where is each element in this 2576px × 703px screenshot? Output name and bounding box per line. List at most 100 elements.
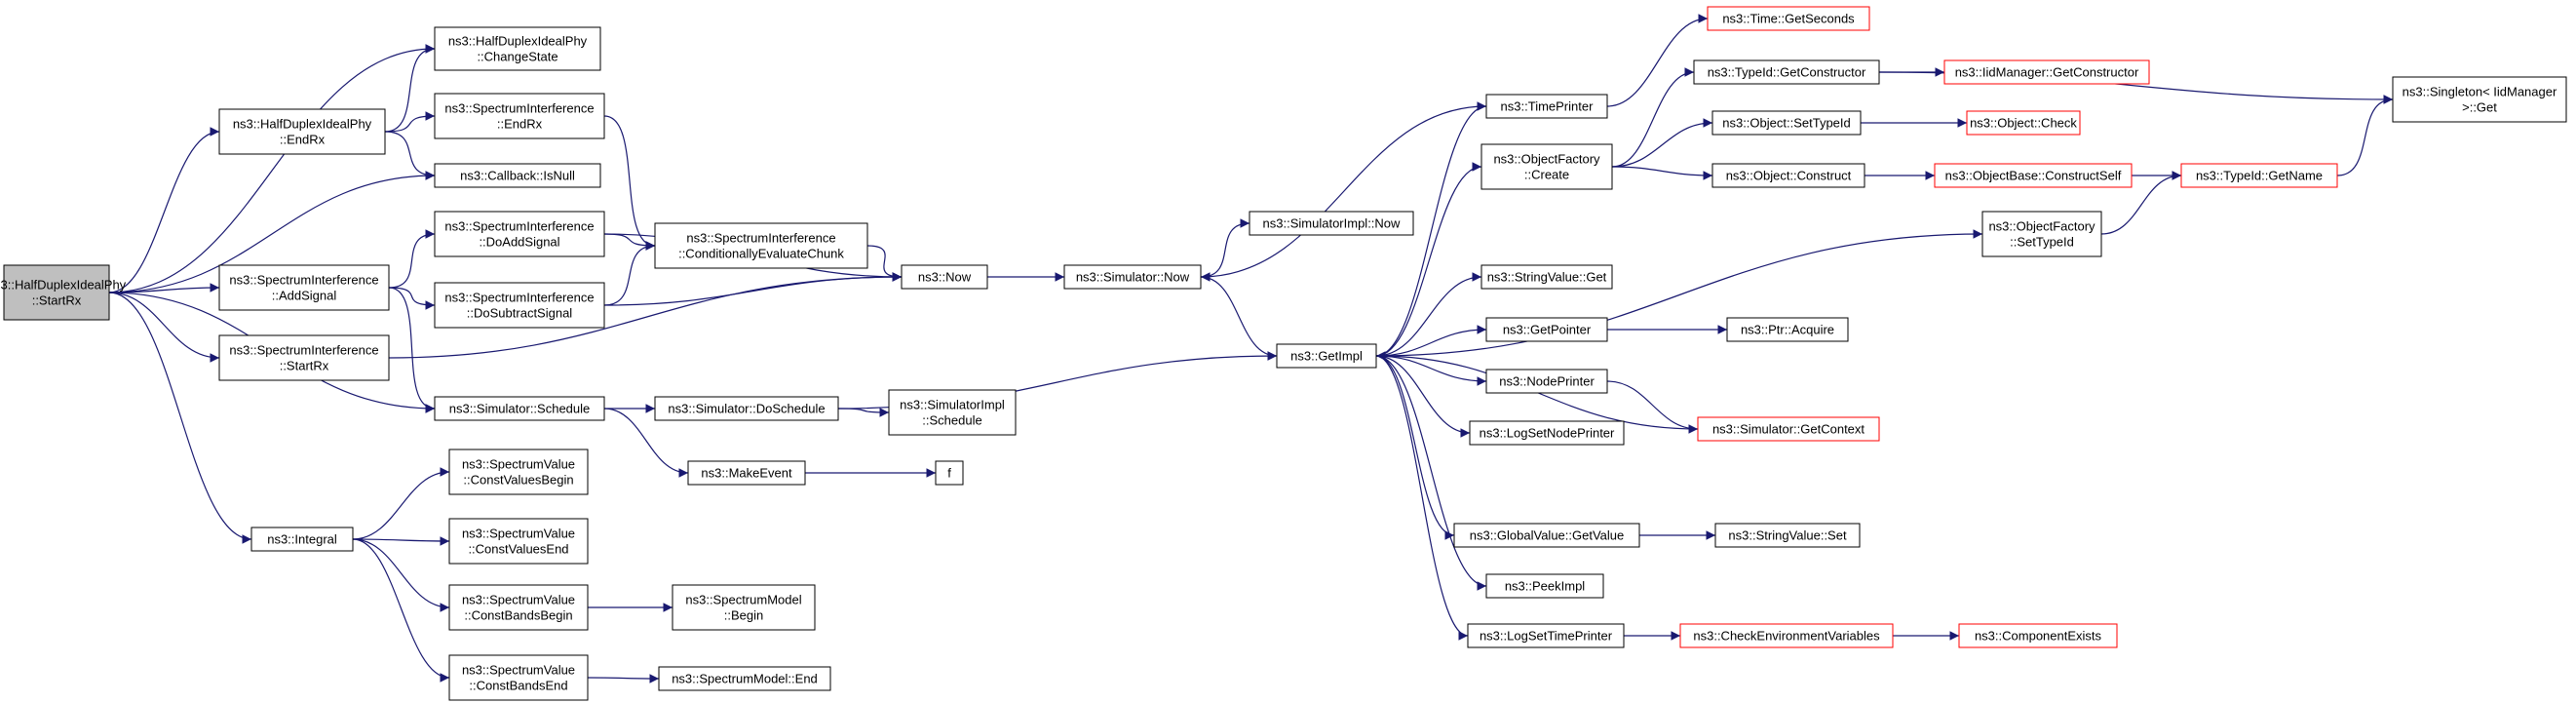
node-label: ::StartRx [32, 293, 82, 308]
node-obj-check[interactable]: ns3::Object::Check [1966, 110, 2081, 136]
edge-si-startrx-to-now [388, 272, 903, 359]
node-label: ::ConstValuesEnd [468, 542, 568, 557]
edge-getimpl-to-getpointer [1375, 325, 1487, 357]
node-checkenv[interactable]: ns3::CheckEnvironmentVariables [1679, 623, 1894, 648]
node-label: ns3::PeekImpl [1505, 579, 1585, 594]
node-timeprinter[interactable]: ns3::TimePrinter [1485, 94, 1608, 119]
node-si-doaddsignal[interactable]: ns3::SpectrumInterference::DoAddSignal [434, 211, 605, 257]
node-sv-cvbegin[interactable]: ns3::SpectrumValue::ConstValuesBegin [448, 449, 589, 495]
node-label: ns3::Now [918, 270, 972, 285]
node-getimpl[interactable]: ns3::GetImpl [1276, 343, 1377, 369]
node-box [3, 264, 110, 321]
node-label: ns3::StringValue::Set [1728, 528, 1847, 543]
node-objbase-constructself[interactable]: ns3::ObjectBase::ConstructSelf [1934, 163, 2133, 188]
node-box [434, 396, 605, 421]
node-stringvalue-get[interactable]: ns3::StringValue::Get [1480, 264, 1613, 290]
edge-si-dosubtract-to-now [603, 272, 903, 306]
node-now[interactable]: ns3::Now [901, 264, 988, 290]
node-logsettimeprinter[interactable]: ns3::LogSetTimePrinter [1467, 623, 1625, 648]
node-label: ns3::SpectrumInterference [444, 101, 594, 116]
node-box [1679, 623, 1894, 648]
node-sm-end[interactable]: ns3::SpectrumModel::End [658, 666, 831, 691]
node-sv-cbend[interactable]: ns3::SpectrumValue::ConstBandsEnd [448, 654, 589, 701]
node-box [1453, 523, 1640, 548]
node-sim-schedule[interactable]: ns3::Simulator::Schedule [434, 396, 605, 421]
node-si-endrx[interactable]: ns3::SpectrumInterference::EndRx [434, 93, 605, 139]
node-sim-now[interactable]: ns3::Simulator::Now [1063, 264, 1202, 290]
node-cb-isnull[interactable]: ns3::Callback::IsNull [434, 163, 601, 188]
edge-sim-now-to-getimpl [1200, 276, 1278, 361]
node-box [658, 666, 831, 691]
node-box [1711, 110, 1862, 136]
node-ptr-acquire[interactable]: ns3::Ptr::Acquire [1726, 317, 1849, 342]
node-label: ::Schedule [922, 413, 981, 428]
node-logsetnodeprinter[interactable]: ns3::LogSetNodePrinter [1469, 420, 1625, 446]
edge-si-addsignal-to-sim-schedule [388, 287, 436, 413]
node-box [1981, 211, 2102, 257]
node-label: ns3::LogSetTimePrinter [1480, 629, 1613, 644]
edge-si-condeval-to-now [866, 245, 903, 282]
edge-root-to-si-startrx [108, 292, 220, 363]
node-label: ns3::SpectrumValue [462, 457, 575, 472]
node-box [1480, 143, 1613, 190]
node-label: ns3::GetImpl [1290, 349, 1363, 364]
node-makeevent[interactable]: ns3::MakeEvent [687, 460, 806, 486]
node-label: ::EndRx [497, 117, 543, 132]
edge-si-endrx-to-si-condeval [603, 115, 656, 251]
edge-of-create-to-typeid-getctor [1611, 67, 1695, 168]
node-componentexists[interactable]: ns3::ComponentExists [1958, 623, 2118, 648]
node-typeid-getname[interactable]: ns3::TypeId::GetName [2180, 163, 2338, 188]
node-sim-getcontext[interactable]: ns3::Simulator::GetContext [1697, 416, 1880, 442]
node-integral[interactable]: ns3::Integral [250, 527, 354, 552]
node-si-condeval[interactable]: ns3::SpectrumInterference::Conditionally… [654, 222, 868, 269]
node-f[interactable]: f [935, 460, 964, 486]
node-simimpl-now[interactable]: ns3::SimulatorImpl::Now [1249, 211, 1414, 236]
node-label: ns3::SpectrumValue [462, 593, 575, 607]
node-sim-doschedule[interactable]: ns3::Simulator::DoSchedule [654, 396, 839, 421]
node-obj-construct[interactable]: ns3::Object::Construct [1711, 163, 1865, 188]
node-hdip-endrx[interactable]: ns3::HalfDuplexIdealPhy::EndRx [218, 108, 386, 155]
node-label: ns3::ObjectBase::ConstructSelf [1945, 169, 2122, 183]
node-iidmgr-getctor[interactable]: ns3::IidManager::GetConstructor [1943, 59, 2150, 85]
node-hdip-changestate[interactable]: ns3::HalfDuplexIdealPhy::ChangeState [434, 26, 601, 71]
node-box [1958, 623, 2118, 648]
edge-getimpl-to-of-settypeid [1375, 229, 1983, 357]
node-label: ns3::Simulator::GetContext [1712, 422, 1865, 437]
node-of-settypeid[interactable]: ns3::ObjectFactory::SetTypeId [1981, 211, 2102, 257]
edge-getimpl-to-nodeprinter [1375, 355, 1487, 386]
node-singleton-get[interactable]: ns3::Singleton< IidManager >::Get [2392, 76, 2567, 123]
node-label: ns3::Time::GetSeconds [1722, 12, 1855, 26]
node-root[interactable]: ns3::HalfDuplexIdealPhy::StartRx [0, 264, 127, 321]
edge-timeprinter-to-sim-now [1200, 105, 1487, 282]
node-box [448, 654, 589, 701]
edge-timeprinter-to-time-getseconds [1606, 14, 1709, 107]
edge-getimpl-to-gv-getvalue [1375, 355, 1455, 540]
node-simimpl-schedule[interactable]: ns3::SimulatorImpl::Schedule [888, 389, 1017, 436]
node-label: ns3::Simulator::DoSchedule [668, 402, 825, 416]
node-label: ns3::SpectrumInterference [686, 231, 835, 246]
node-sv-cbbegin[interactable]: ns3::SpectrumValue::ConstBandsBegin [448, 584, 589, 631]
node-of-create[interactable]: ns3::ObjectFactory::Create [1480, 143, 1613, 190]
node-typeid-getctor[interactable]: ns3::TypeId::GetConstructor [1693, 59, 1880, 85]
node-box [448, 518, 589, 565]
node-box [1707, 6, 1870, 31]
node-nodeprinter[interactable]: ns3::NodePrinter [1485, 369, 1608, 394]
node-label: ns3::GetPointer [1503, 323, 1592, 337]
node-box [1943, 59, 2150, 85]
node-obj-settypeid[interactable]: ns3::Object::SetTypeId [1711, 110, 1862, 136]
node-box [434, 163, 601, 188]
edge-sv-cbend-to-sm-end [587, 674, 660, 683]
node-si-addsignal[interactable]: ns3::SpectrumInterference::AddSignal [218, 264, 390, 311]
node-sm-begin[interactable]: ns3::SpectrumModel::Begin [672, 584, 816, 631]
node-si-dosubtract[interactable]: ns3::SpectrumInterference::DoSubtractSig… [434, 282, 605, 329]
node-si-startrx[interactable]: ns3::SpectrumInterference::StartRx [218, 334, 390, 381]
node-box [1485, 369, 1608, 394]
edge-integral-to-sv-cbbegin [352, 538, 450, 612]
node-getpointer[interactable]: ns3::GetPointer [1485, 317, 1608, 342]
node-sv-cvend[interactable]: ns3::SpectrumValue::ConstValuesEnd [448, 518, 589, 565]
node-label: ::Begin [724, 608, 763, 623]
node-time-getseconds[interactable]: ns3::Time::GetSeconds [1707, 6, 1870, 31]
node-peekimpl[interactable]: ns3::PeekImpl [1485, 573, 1604, 599]
node-gv-getvalue[interactable]: ns3::GlobalValue::GetValue [1453, 523, 1640, 548]
node-stringvalue-set[interactable]: ns3::StringValue::Set [1714, 523, 1861, 548]
